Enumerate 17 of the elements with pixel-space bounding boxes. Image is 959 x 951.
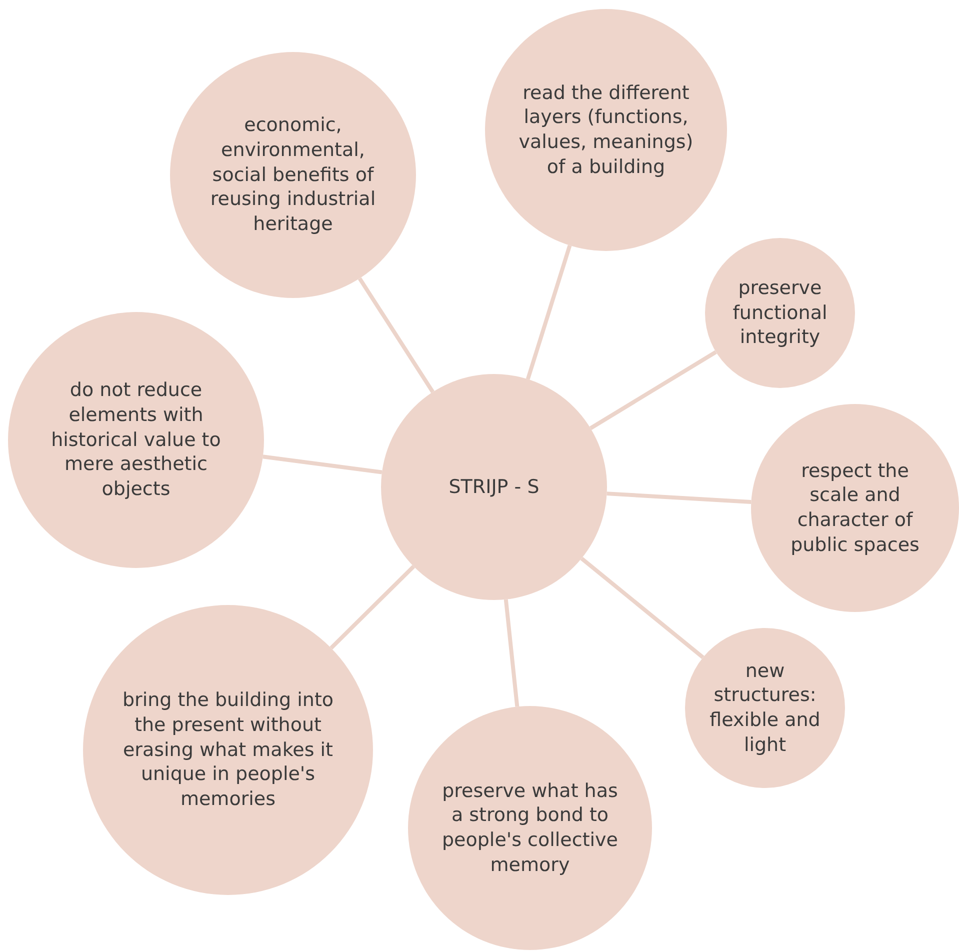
connector-line — [526, 244, 572, 380]
topic-text: preserve functional integrity — [732, 276, 828, 350]
connector-line — [590, 350, 717, 430]
connector-line — [330, 565, 416, 650]
topic-text: preserve what has a strong bond to people's collective memory — [440, 778, 619, 878]
topic-text: respect the scale and character of public spaces — [790, 458, 920, 558]
connector-line — [580, 556, 704, 659]
connector-line — [358, 277, 434, 394]
topic-text: do not reduce elements with historical value to mere aesthetic objects — [50, 378, 222, 502]
connector-line — [262, 454, 382, 474]
central-topic-text: STRIJP - S — [448, 474, 540, 500]
connector-line — [606, 492, 752, 504]
topic-text: bring the building into the present without erasing what makes it unique in people's memories — [121, 688, 335, 812]
connector-line — [504, 599, 520, 707]
topic-text: economic, environmental, social benefits of reusing industrial heritage — [209, 113, 377, 237]
topic-text: read the different layers (functions, values, meanings) of a building — [518, 80, 694, 180]
topic-text: new structures: flexible and light — [708, 658, 822, 758]
